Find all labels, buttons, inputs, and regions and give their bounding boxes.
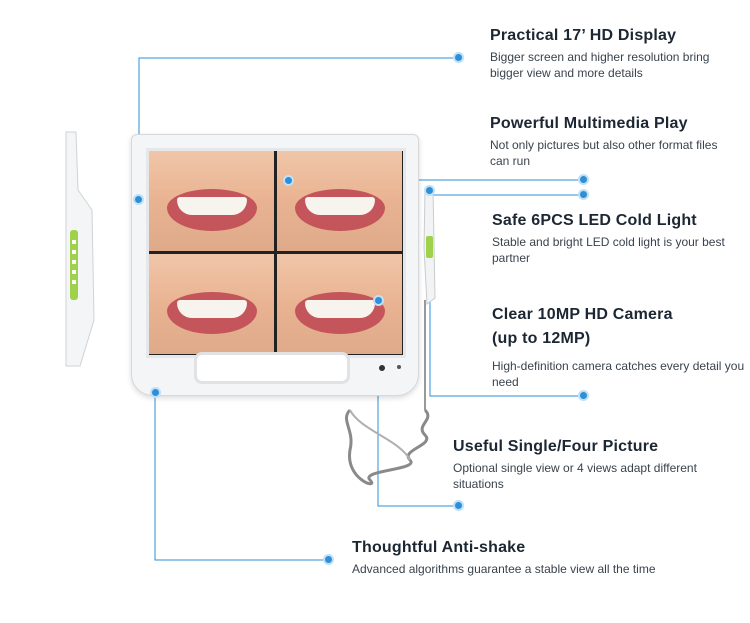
callout-dot: [580, 392, 587, 399]
feature-title: Clear 10MP HD Camera: [492, 306, 673, 323]
feature-led-light: Safe 6PCS LED Cold Light Stable and brig…: [492, 212, 732, 266]
callout-dot: [426, 187, 433, 194]
monitor-handle: [194, 352, 350, 384]
camera-lens-icon: [379, 365, 385, 371]
feature-title: Thoughtful Anti-shake: [352, 539, 526, 556]
callout-dot: [135, 196, 142, 203]
callout-dot: [152, 389, 159, 396]
feature-desc: Not only pictures but also other format …: [490, 138, 718, 168]
callout-dot: [375, 297, 382, 304]
smile-photo: [149, 151, 274, 251]
feature-desc: Advanced algorithms guarantee a stable v…: [352, 562, 656, 576]
screen-four-view: [146, 148, 406, 358]
feature-hd-camera: Clear 10MP HD Camera (up to 12MP) High-d…: [492, 306, 747, 390]
feature-desc: Stable and bright LED cold light is your…: [492, 235, 725, 265]
feature-desc: Optional single view or 4 views adapt di…: [453, 461, 697, 491]
smile-photo: [277, 254, 402, 354]
feature-title: Powerful Multimedia Play: [490, 115, 688, 132]
callout-dot: [285, 177, 292, 184]
feature-anti-shake: Thoughtful Anti-shake Advanced algorithm…: [352, 539, 732, 577]
feature-hd-display: Practical 17’ HD Display Bigger screen a…: [490, 27, 740, 81]
feature-multimedia: Powerful Multimedia Play Not only pictur…: [490, 115, 740, 169]
callout-dot: [580, 191, 587, 198]
callout-dot: [580, 176, 587, 183]
coiled-cable-image: [344, 300, 430, 486]
indicator-light-icon: [397, 365, 401, 369]
feature-desc: Bigger screen and higher resolution brin…: [490, 50, 710, 80]
feature-single-four-picture: Useful Single/Four Picture Optional sing…: [453, 438, 733, 492]
callout-dot: [455, 54, 462, 61]
monitor-side-image: [65, 131, 95, 367]
feature-title-sub: (up to 12MP): [492, 330, 591, 347]
smile-photo: [149, 254, 274, 354]
monitor-image: [131, 134, 419, 396]
smile-photo: [277, 151, 402, 251]
feature-title: Practical 17’ HD Display: [490, 27, 677, 44]
callout-dot: [455, 502, 462, 509]
feature-title: Safe 6PCS LED Cold Light: [492, 212, 697, 229]
feature-title: Useful Single/Four Picture: [453, 438, 659, 455]
feature-desc: High-definition camera catches every det…: [492, 359, 745, 389]
callout-dot: [325, 556, 332, 563]
intraoral-camera-image: [423, 189, 436, 305]
